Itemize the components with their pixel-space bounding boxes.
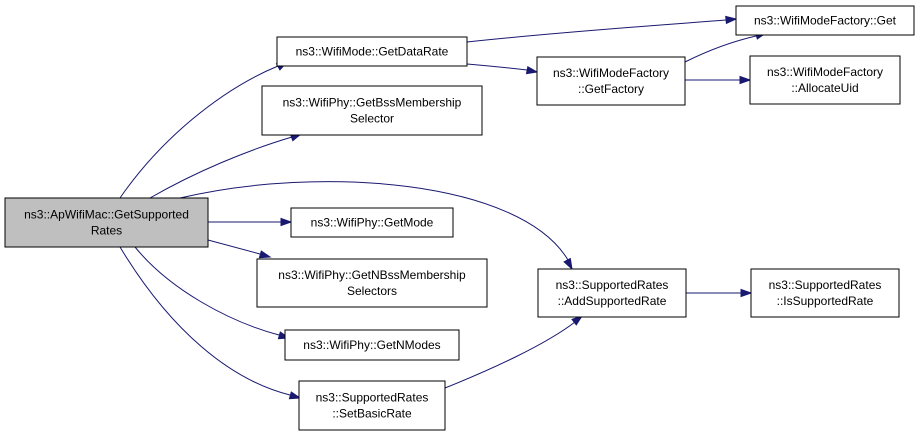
node-box: [298, 380, 446, 431]
node-label-line: ns3::WifiPhy::GetNModes: [303, 338, 440, 352]
node-label-line: ns3::WifiMode::GetDataRate: [296, 45, 449, 59]
node-wifimodefactory-allocate-uid[interactable]: ns3::WifiModeFactory::AllocateUid: [749, 55, 901, 105]
node-box: [256, 258, 488, 308]
node-label-line: ns3::WifiPhy::GetNBssMembership: [278, 268, 466, 282]
node-supported-rates-is-supported-rate[interactable]: ns3::SupportedRates::IsSupportedRate: [750, 268, 900, 318]
arrowhead: [525, 66, 539, 75]
node-wifimodefactory-get-factory[interactable]: ns3::WifiModeFactory::GetFactory: [536, 56, 686, 106]
node-label-line: ns3::WifiModeFactory: [553, 66, 669, 80]
node-label-line: ns3::SupportedRates: [316, 391, 429, 405]
node-wifimodefactory-get[interactable]: ns3::WifiModeFactory::Get: [735, 5, 915, 36]
node-label-line: Selector: [350, 112, 394, 126]
arrowhead: [740, 288, 753, 298]
arrowhead: [571, 315, 584, 326]
node-box: [749, 55, 901, 105]
node-label-line: ::IsSupportedRate: [777, 294, 874, 308]
node-layer: ns3::ApWifiMac::GetSupportedRatesns3::Wi…: [4, 5, 915, 431]
edge-line: [119, 65, 279, 199]
edge-line: [684, 35, 757, 63]
node-label-line: ns3::SupportedRates: [769, 278, 882, 292]
node-label-line: ::GetFactory: [578, 82, 644, 96]
node-supported-rates-set-basic-rate[interactable]: ns3::SupportedRates::SetBasicRate: [298, 380, 446, 431]
node-label-line: Rates: [91, 224, 122, 238]
node-box: [537, 268, 687, 318]
node-box: [276, 36, 468, 67]
edge-line: [466, 63, 528, 71]
node-box: [4, 197, 209, 248]
edge-layer: [119, 15, 768, 400]
edge-wifimodefactory-get-factory-to-wifimodefactory-allocate-uid: [685, 75, 752, 85]
edge-line: [149, 136, 293, 199]
arrowhead: [725, 15, 738, 25]
node-box: [735, 5, 915, 36]
node-label-line: ns3::WifiModeFactory::Get: [754, 14, 897, 28]
arrowhead: [280, 217, 293, 227]
node-wifimode-get-data-rate[interactable]: ns3::WifiMode::GetDataRate: [276, 36, 468, 67]
edge-line: [207, 239, 261, 255]
node-box: [750, 268, 900, 318]
node-label-line: ns3::WifiPhy::GetMode: [311, 216, 434, 230]
edge-supported-rates-set-basic-rate-to-supported-rates-add-supported-rate: [444, 315, 584, 389]
node-box: [290, 207, 454, 238]
node-box: [536, 56, 686, 106]
edge-line: [134, 246, 280, 336]
node-wifiphy-get-mode[interactable]: ns3::WifiPhy::GetMode: [290, 207, 454, 238]
node-label-line: ::AllocateUid: [791, 81, 858, 95]
edge-ap-get-supported-rates-to-wifiphy-get-bss-membership-selector: [149, 133, 303, 199]
arrowhead: [258, 250, 272, 259]
node-box: [261, 85, 483, 136]
node-label-line: ns3::WifiModeFactory: [767, 65, 883, 79]
node-wifiphy-get-n-modes[interactable]: ns3::WifiPhy::GetNModes: [284, 329, 460, 361]
edge-supported-rates-add-supported-rate-to-supported-rates-is-supported-rate: [686, 288, 753, 298]
node-box: [284, 329, 460, 361]
node-label-line: ::AddSupportedRate: [558, 294, 667, 308]
edge-wifimode-get-data-rate-to-wifimodefactory-get-factory: [466, 63, 539, 75]
edge-ap-get-supported-rates-to-supported-rates-add-supported-rate: [179, 181, 573, 271]
arrowhead: [739, 75, 752, 85]
node-label-line: ns3::WifiPhy::GetBssMembership: [283, 96, 462, 110]
edge-ap-get-supported-rates-to-supported-rates-set-basic-rate: [119, 246, 302, 400]
edge-line: [444, 321, 576, 389]
node-label-line: Selectors: [347, 284, 397, 298]
edge-ap-get-supported-rates-to-wifiphy-get-mode: [208, 217, 293, 227]
node-supported-rates-add-supported-rate[interactable]: ns3::SupportedRates::AddSupportedRate: [537, 268, 687, 318]
edge-line: [179, 181, 569, 261]
edge-ap-get-supported-rates-to-wifiphy-get-n-bss-membership-selectors: [207, 239, 272, 259]
node-label-line: ns3::ApWifiMac::GetSupported: [24, 208, 189, 222]
edge-line: [466, 19, 727, 43]
arrowhead: [563, 257, 573, 271]
edge-line: [119, 246, 291, 396]
node-label-line: ns3::SupportedRates: [556, 278, 669, 292]
node-label-line: ::SetBasicRate: [332, 407, 412, 421]
edge-wifimode-get-data-rate-to-wifimodefactory-get: [466, 15, 738, 43]
arrowhead: [288, 391, 302, 400]
